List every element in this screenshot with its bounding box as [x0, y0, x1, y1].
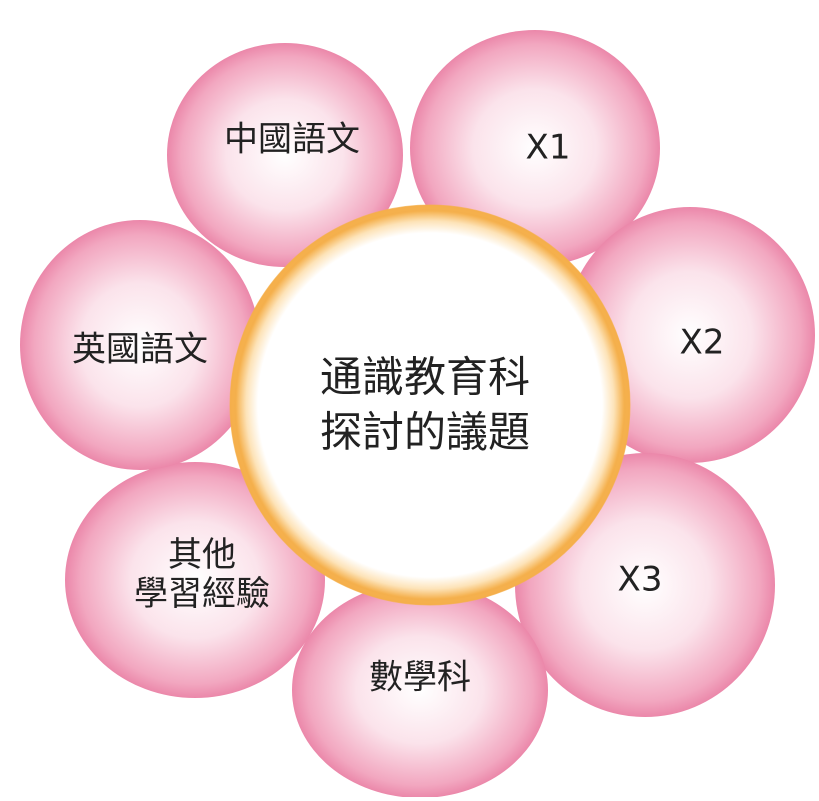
- label-other-line-2: 學習經驗: [134, 574, 270, 614]
- petal-chinese: [167, 43, 403, 267]
- label-other-line-1: 其他: [168, 534, 236, 575]
- center-title-line-1: 通識教育科: [319, 352, 531, 402]
- label-chinese: 中國語文: [224, 119, 360, 160]
- label-math: 數學科: [369, 657, 471, 698]
- center-title: 通識教育科 探討的議題: [320, 350, 530, 459]
- center-circle: [230, 205, 630, 605]
- label-x3: X3: [617, 559, 663, 600]
- label-x1: X1: [525, 127, 571, 168]
- label-other: 其他 學習經驗: [134, 534, 270, 614]
- petal-x1: [410, 30, 660, 266]
- label-x2: X2: [679, 322, 725, 363]
- petal-math: [292, 582, 548, 798]
- center-title-line-2: 探討的議題: [319, 407, 531, 456]
- petal-other: [65, 462, 325, 698]
- label-english: 英國語文: [72, 329, 208, 370]
- petal-english: [20, 220, 260, 470]
- center-ring-stroke: [229, 204, 631, 606]
